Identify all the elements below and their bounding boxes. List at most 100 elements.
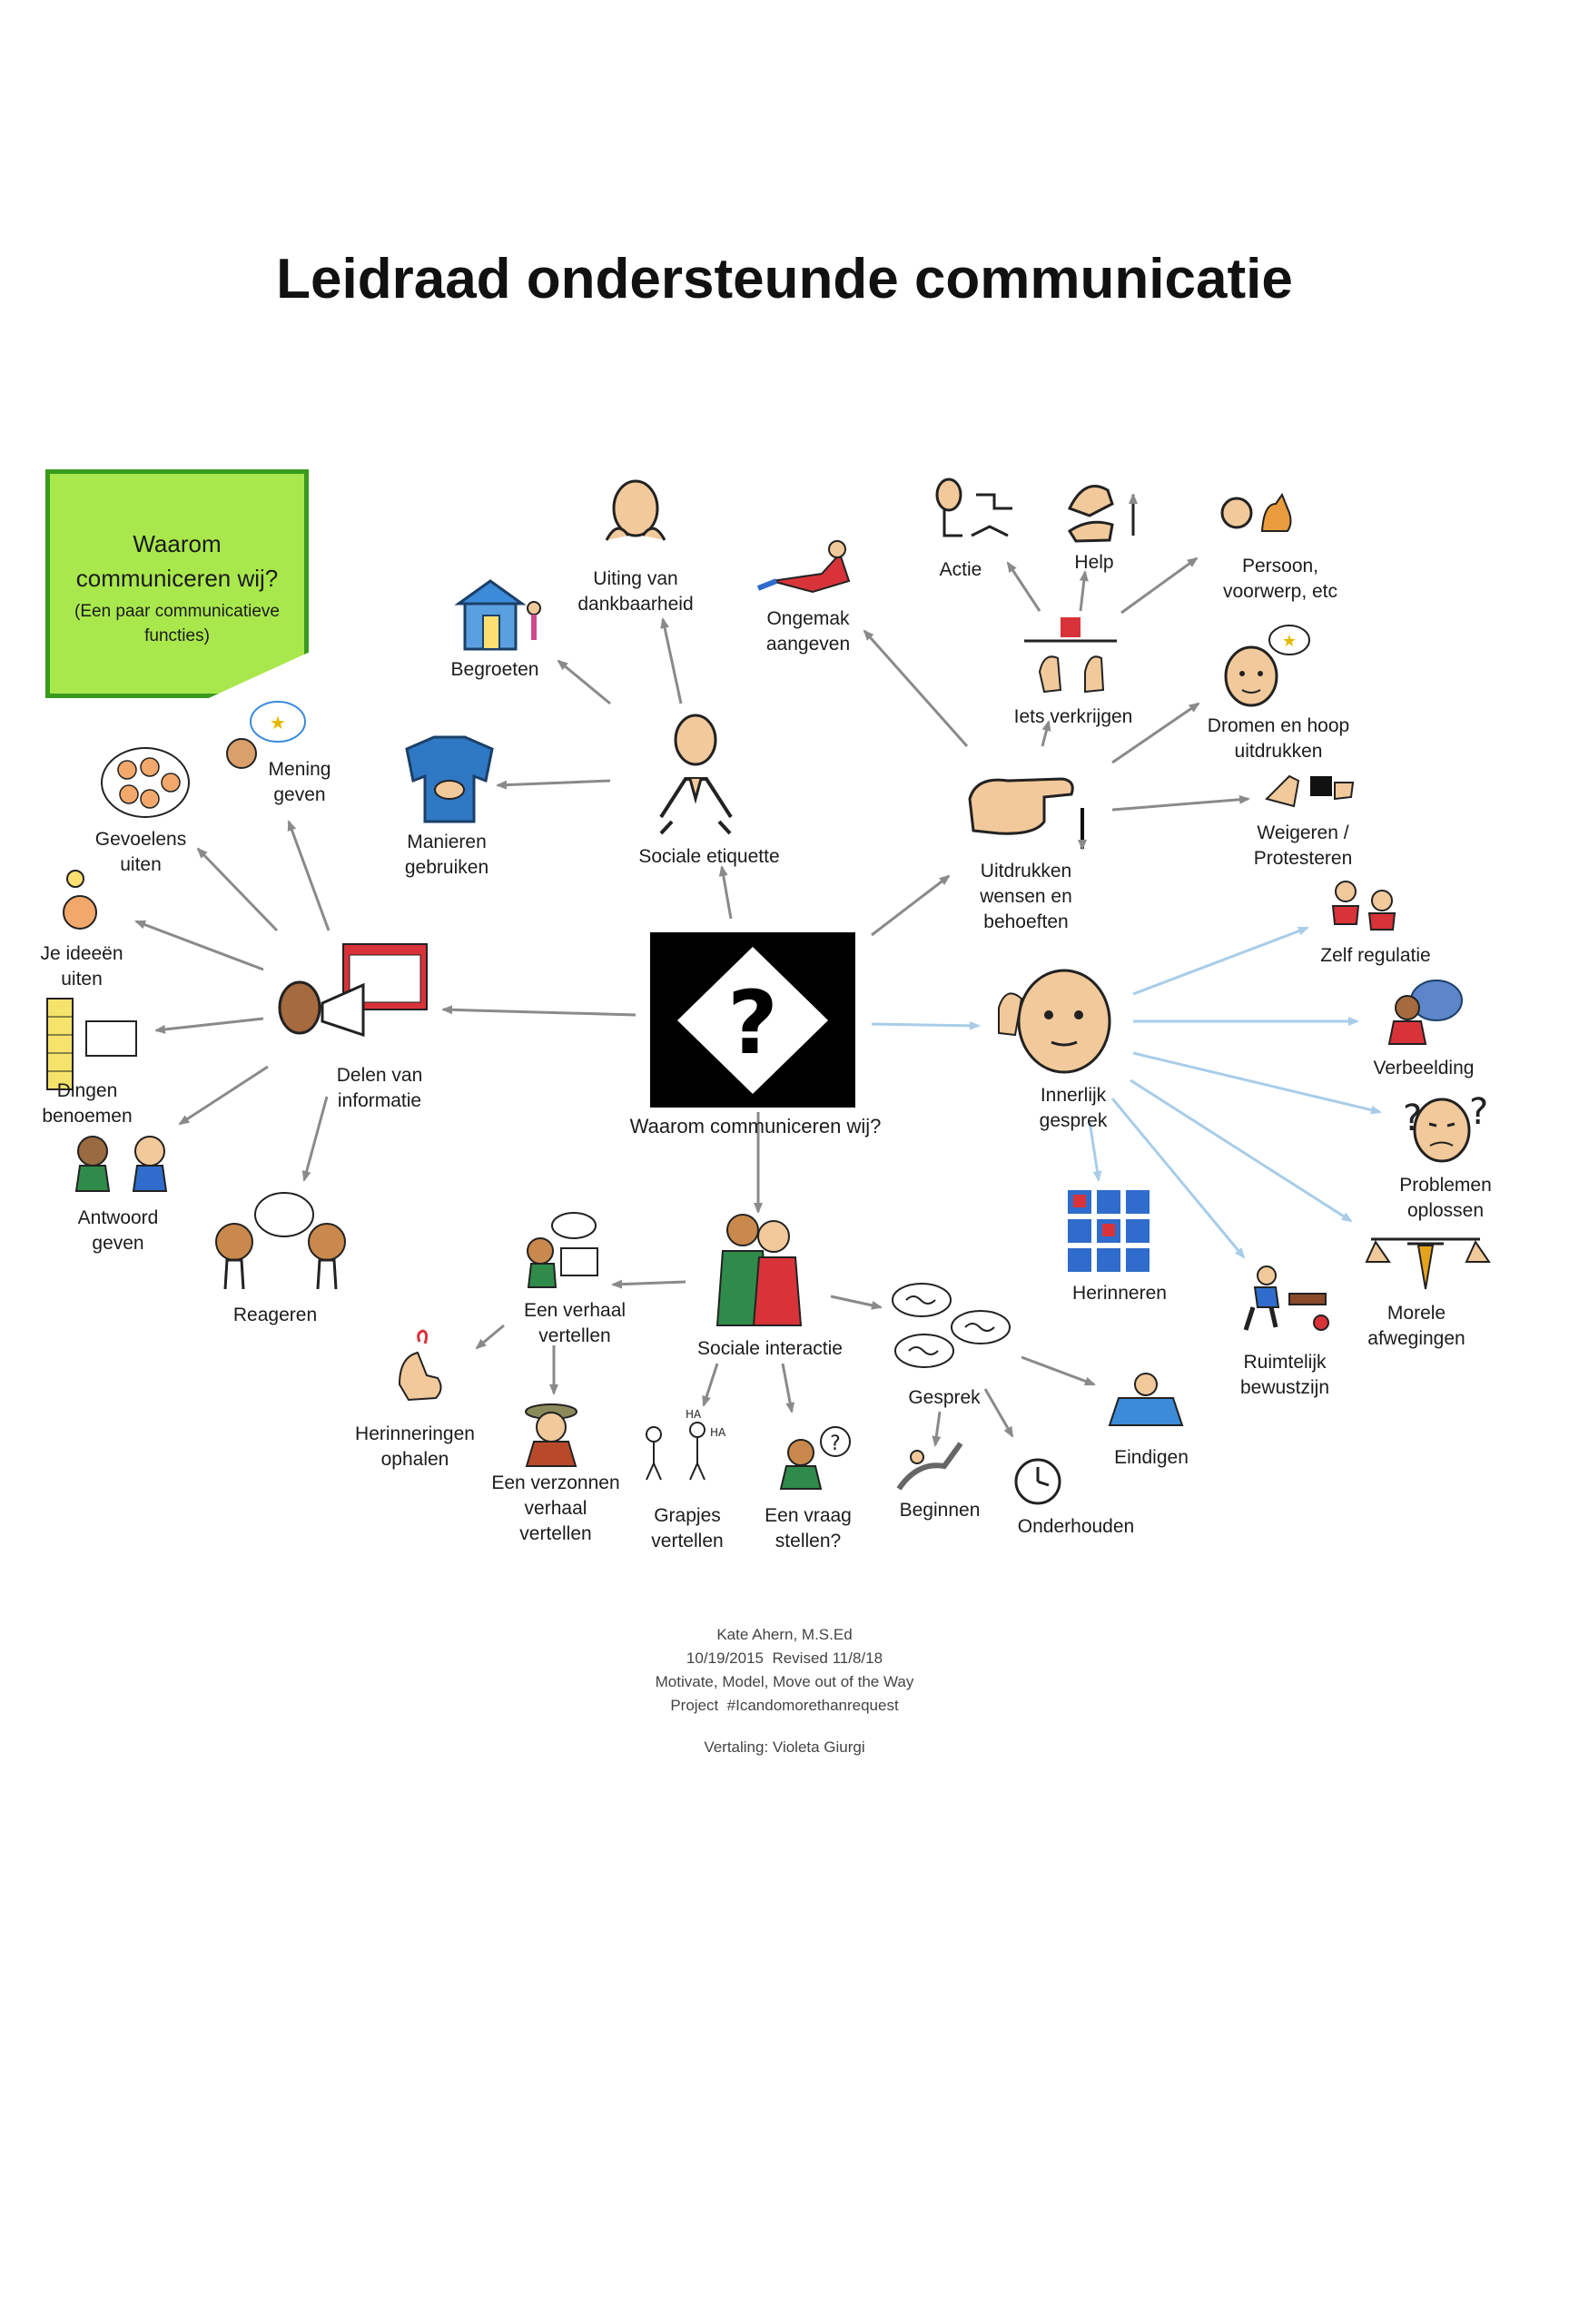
label-eindigen: Eindigen xyxy=(1114,1447,1189,1468)
spatial-awareness-icon xyxy=(1243,1265,1329,1331)
label-manieren-gebruiken: Manieren gebruiken xyxy=(404,832,489,878)
label-problemen-oplossen: Problemen oplossen xyxy=(1399,1175,1492,1221)
arrow-etiquette-manieren xyxy=(496,779,611,790)
arrow-delen-benoemen xyxy=(154,1017,264,1034)
arrow-wensen-ongemak xyxy=(863,629,969,747)
arrow-innerlijk-zelfregulatie xyxy=(1132,926,1309,996)
end-icon xyxy=(1108,1373,1184,1426)
get-something-icon xyxy=(1024,617,1117,694)
label-verzonnen-verhaal: Een verzonnen verhaal vertellen xyxy=(491,1472,620,1544)
label-onderhouden: Onderhouden xyxy=(1017,1516,1135,1537)
label-je-ideeen-uiten: Je ideeën uiten xyxy=(40,943,123,990)
arrow-innerlijk-herinneren xyxy=(1088,1120,1102,1182)
arrow-wensen-weigeren xyxy=(1111,794,1250,812)
clock-icon xyxy=(1014,1458,1061,1505)
label-dingen-benoemen: Dingen benoemen xyxy=(42,1080,133,1127)
etiquette-person-icon xyxy=(659,714,733,835)
arrow-interactie-grapjes xyxy=(702,1363,719,1407)
label-dromen-hoop: Dromen en hoop uitdrukken xyxy=(1207,715,1350,762)
arrow-interactie-vraag xyxy=(781,1363,795,1413)
label-zelf-regulatie: Zelf regulatie xyxy=(1320,945,1431,966)
svg-text:?: ? xyxy=(1469,1091,1488,1133)
person-object-icon xyxy=(1220,492,1292,532)
label-herinneren: Herinneren xyxy=(1072,1283,1167,1304)
svg-text:★: ★ xyxy=(270,712,286,734)
naming-icon xyxy=(46,998,137,1090)
label-reageren: Reageren xyxy=(232,1305,318,1325)
ask-question-icon: ? xyxy=(779,1426,851,1490)
conversation-icon xyxy=(892,1283,1011,1368)
label-verbeelding: Verbeelding xyxy=(1373,1058,1475,1078)
svg-text:HA: HA xyxy=(686,1408,702,1421)
gratitude-icon xyxy=(605,479,666,541)
megaphone-icon xyxy=(278,943,428,1038)
credits-author: Kate Ahern, M.S.Ed xyxy=(716,1626,853,1643)
arrow-delen-antwoord xyxy=(178,1065,269,1126)
self-regulation-icon xyxy=(1331,881,1396,931)
credits-translation: Vertaling: Violeta Giurgi xyxy=(704,1738,865,1756)
help-icon xyxy=(1067,485,1138,543)
label-uitdrukken-wensen: Uitdrukken wensen en behoeften xyxy=(980,861,1072,932)
memory-finger-icon xyxy=(398,1329,442,1402)
scales-icon xyxy=(1365,1237,1491,1290)
arrow-gesprek-beginnen xyxy=(932,1411,942,1447)
arrow-center-delen xyxy=(441,1005,636,1017)
problem-solving-icon: ? ? xyxy=(1403,1091,1488,1163)
label-iets-verkrijgen: Iets verkrijgen xyxy=(1013,706,1133,727)
label-delen-informatie: Delen van informatie xyxy=(336,1065,423,1111)
label-weigeren-protesteren: Weigeren / Protesteren xyxy=(1253,822,1353,869)
dreams-icon: ★ xyxy=(1224,625,1310,707)
arrow-verkrijgen-help xyxy=(1079,570,1089,612)
idea-icon xyxy=(63,870,97,930)
label-beginnen: Beginnen xyxy=(899,1500,981,1521)
label-innerlijk-gesprek: Innerlijk gesprek xyxy=(1039,1085,1108,1131)
note-line-4: functies) xyxy=(144,626,210,645)
arrow-center-etiquette xyxy=(718,865,733,920)
inner-dialogue-icon xyxy=(998,969,1111,1074)
arrow-delen-reageren xyxy=(301,1096,329,1182)
center-question-symbol: ? xyxy=(650,932,855,1108)
arrow-gesprek-eindigen xyxy=(1021,1355,1096,1386)
arrow-wensen-verkrijgen xyxy=(1041,720,1051,747)
arrow-delen-gevoelens xyxy=(196,847,279,932)
arrow-innerlijk-problemen xyxy=(1132,1051,1382,1115)
jokes-icon: HA HA xyxy=(646,1408,726,1481)
connectors xyxy=(134,556,1250,1447)
imagination-icon xyxy=(1387,980,1463,1045)
arrow-verhaal-herinneringen xyxy=(475,1324,505,1350)
feelings-icon xyxy=(101,747,190,818)
svg-text:HA: HA xyxy=(710,1426,726,1439)
arrow-center-innerlijk xyxy=(871,1020,981,1030)
arrow-innerlijk-ruimtelijk xyxy=(1110,1098,1246,1259)
label-morele-afwegingen: Morele afwegingen xyxy=(1367,1303,1465,1349)
label-mening-geven: Mening geven xyxy=(268,759,331,805)
arrow-wensen-dromen xyxy=(1111,702,1200,764)
label-grapjes-vertellen: Grapjes vertellen xyxy=(651,1505,724,1551)
arrow-gesprek-onderhouden xyxy=(983,1388,1014,1438)
connectors-blue xyxy=(871,926,1382,1259)
svg-text:?: ? xyxy=(1403,1098,1422,1139)
arrow-innerlijk-morele xyxy=(1130,1078,1353,1223)
arrow-interactie-verhaal xyxy=(611,1279,686,1289)
svg-text:★: ★ xyxy=(1282,632,1297,651)
label-sociale-etiquette: Sociale etiquette xyxy=(638,846,780,867)
label-een-vraag-stellen: Een vraag stellen? xyxy=(765,1505,852,1551)
credits-dates: 10/19/2015 Revised 11/8/18 xyxy=(686,1649,883,1667)
label-actie: Actie xyxy=(939,559,982,580)
react-icon xyxy=(215,1192,346,1290)
storytelling-icon xyxy=(527,1212,598,1288)
label-gevoelens-uiten: Gevoelens uiten xyxy=(94,829,187,875)
arrow-center-wensen xyxy=(871,874,951,937)
note-line-3: (Een paar communicatieve xyxy=(74,602,280,621)
legend-note: Waarom communiceren wij? (Een paar commu… xyxy=(45,469,309,698)
label-begroeten: Begroeten xyxy=(450,659,539,680)
note-line-2: communiceren wij? xyxy=(75,565,279,592)
credits-project: Project #Icandomorethanrequest xyxy=(670,1697,899,1714)
label-antwoord-geven: Antwoord geven xyxy=(77,1207,159,1254)
label-ruimtelijk-bewustzijn: Ruimtelijk bewustzijn xyxy=(1239,1352,1330,1398)
label-uiting-dankbaarheid: Uiting van dankbaarheid xyxy=(577,568,694,615)
tall-tale-icon xyxy=(525,1403,577,1467)
label-ongemak-aangeven: Ongemak aangeven xyxy=(765,608,851,655)
